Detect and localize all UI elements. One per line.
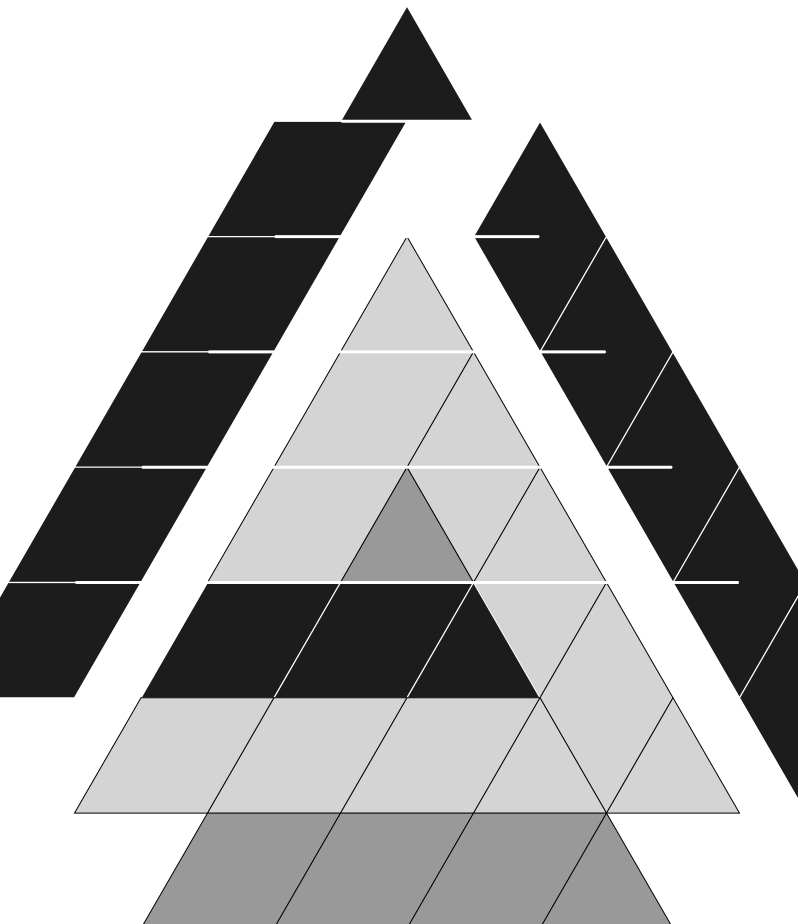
tile-dark-rhombus-left-3 <box>75 352 275 467</box>
tile-dark-rhombus-left-4 <box>8 467 208 582</box>
tile-dark-rhombus-left-5 <box>0 583 141 698</box>
tile-dark-rhombus-left-2 <box>141 237 341 352</box>
tile-light-triangle-top <box>341 237 474 352</box>
tiles-group <box>0 6 798 924</box>
tile-dark-rhombus-left-1 <box>208 121 408 236</box>
tile-dark-triangle-apex <box>341 6 474 121</box>
